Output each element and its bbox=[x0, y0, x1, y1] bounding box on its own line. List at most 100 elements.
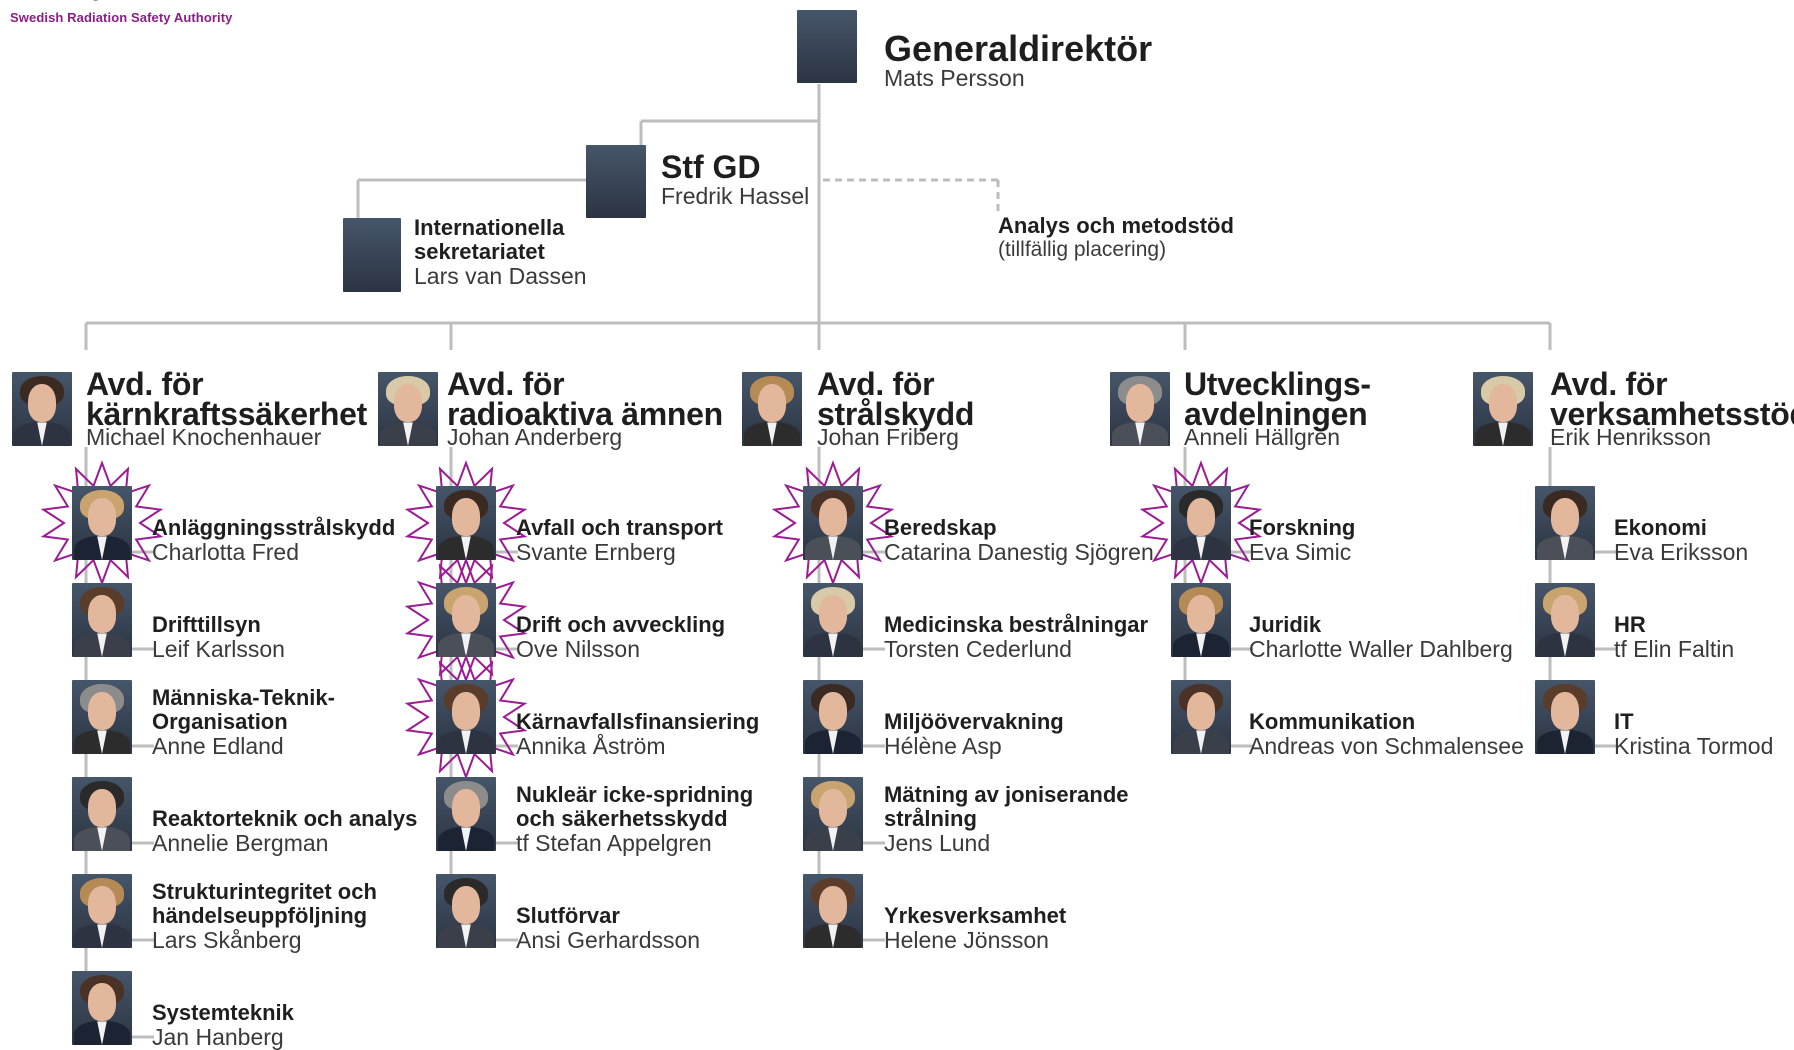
unit-manager-photo bbox=[803, 680, 863, 754]
unit-manager-photo bbox=[436, 680, 496, 754]
unit-manager-photo bbox=[436, 874, 496, 948]
unit-title: Mätning av joniserande bbox=[884, 782, 1129, 807]
unit-manager-photo bbox=[72, 583, 132, 657]
unit-manager-name: Annika Åström bbox=[516, 733, 666, 759]
unit-manager-photo bbox=[803, 777, 863, 851]
department-head-photo bbox=[378, 372, 438, 446]
unit-title: Ekonomi bbox=[1614, 515, 1707, 540]
photo-shirt bbox=[1560, 730, 1570, 754]
photo-face bbox=[1186, 691, 1216, 731]
photo-shirt bbox=[1560, 536, 1570, 560]
unit-manager-photo bbox=[803, 874, 863, 948]
department-head-name: Johan Friberg bbox=[817, 424, 959, 450]
department-title-line1: Avd. för bbox=[86, 366, 204, 402]
photo-face bbox=[87, 594, 117, 634]
photo-shirt bbox=[767, 422, 777, 446]
analysis-note: (tillfällig placering) bbox=[998, 238, 1167, 261]
photo-face bbox=[451, 594, 481, 634]
unit-manager-photo bbox=[1171, 583, 1231, 657]
unit-title: Strukturintegritet och bbox=[152, 879, 377, 904]
unit-manager-name: Eva Eriksson bbox=[1614, 539, 1749, 565]
photo-shirt bbox=[97, 730, 107, 754]
department-title-line2: verksamhetsstöd bbox=[1550, 396, 1794, 432]
photo-face bbox=[451, 497, 481, 537]
unit-title: Människa-Teknik- bbox=[152, 685, 335, 710]
photo-face bbox=[87, 788, 117, 828]
photo-shirt bbox=[828, 924, 838, 948]
photo-face bbox=[27, 383, 57, 423]
secretariat-photo bbox=[343, 218, 401, 292]
deputy-photo bbox=[586, 145, 646, 218]
unit-manager-name: Catarina Danestig Sjögren bbox=[884, 539, 1154, 565]
unit-title: Reaktorteknik och analys bbox=[152, 806, 418, 831]
photo-shirt bbox=[461, 730, 471, 754]
photo-shirt bbox=[97, 1021, 107, 1045]
unit-manager-name: Annelie Bergman bbox=[152, 830, 329, 856]
photo-face bbox=[1550, 594, 1580, 634]
photo-shirt bbox=[1196, 633, 1206, 657]
unit-manager-name: Jan Hanberg bbox=[152, 1024, 284, 1050]
photo-face bbox=[1550, 691, 1580, 731]
director-block: Generaldirektör Mats Persson bbox=[884, 28, 1153, 91]
director-title: Generaldirektör bbox=[884, 28, 1153, 69]
unit-manager-name: tf Elin Faltin bbox=[1614, 636, 1735, 662]
photo-face bbox=[1488, 383, 1518, 423]
photo-face bbox=[87, 982, 117, 1022]
photo-shirt bbox=[461, 827, 471, 851]
unit-title: Medicinska bestrålningar bbox=[884, 612, 1149, 637]
unit-title: och säkerhetsskydd bbox=[516, 806, 728, 831]
photo-shirt bbox=[37, 422, 47, 446]
unit-title: Beredskap bbox=[884, 515, 997, 540]
department-head-photo bbox=[1473, 372, 1533, 446]
unit-title: Slutförvar bbox=[516, 903, 620, 928]
unit-manager-photo bbox=[72, 874, 132, 948]
department-title-line1: Utvecklings- bbox=[1184, 366, 1371, 402]
photo-shirt bbox=[97, 633, 107, 657]
unit-manager-name: Ansi Gerhardsson bbox=[516, 927, 701, 953]
photo-face bbox=[451, 691, 481, 731]
photo-face bbox=[818, 497, 848, 537]
photo-face bbox=[1550, 497, 1580, 537]
photo-shirt bbox=[1196, 536, 1206, 560]
unit-manager-photo bbox=[803, 583, 863, 657]
unit-manager-photo bbox=[436, 583, 496, 657]
unit-manager-photo bbox=[1171, 486, 1231, 560]
analysis-block: Analys och metodstöd (tillfällig placeri… bbox=[998, 214, 1234, 262]
department-title-line1: Avd. för bbox=[447, 366, 565, 402]
photo-face bbox=[451, 885, 481, 925]
photo-shirt bbox=[828, 633, 838, 657]
unit-manager-photo bbox=[803, 486, 863, 560]
photo-face bbox=[757, 383, 787, 423]
photo-shirt bbox=[1560, 633, 1570, 657]
photo-face bbox=[87, 497, 117, 537]
photo-face bbox=[1186, 594, 1216, 634]
photo-face bbox=[87, 691, 117, 731]
photo-face bbox=[393, 383, 423, 423]
unit-manager-photo bbox=[72, 971, 132, 1045]
unit-manager-name: Charlotte Waller Dahlberg bbox=[1249, 636, 1513, 662]
unit-manager-photo bbox=[1535, 583, 1595, 657]
department-head-name: Johan Anderberg bbox=[447, 424, 623, 450]
unit-title: IT bbox=[1614, 709, 1634, 734]
photo-shirt bbox=[97, 924, 107, 948]
photo-face bbox=[818, 788, 848, 828]
department-head-photo bbox=[1110, 372, 1170, 446]
department-title-line2: avdelningen bbox=[1184, 396, 1368, 432]
photo-shirt bbox=[828, 730, 838, 754]
director-name: Mats Persson bbox=[884, 65, 1025, 91]
photo-shirt bbox=[403, 422, 413, 446]
